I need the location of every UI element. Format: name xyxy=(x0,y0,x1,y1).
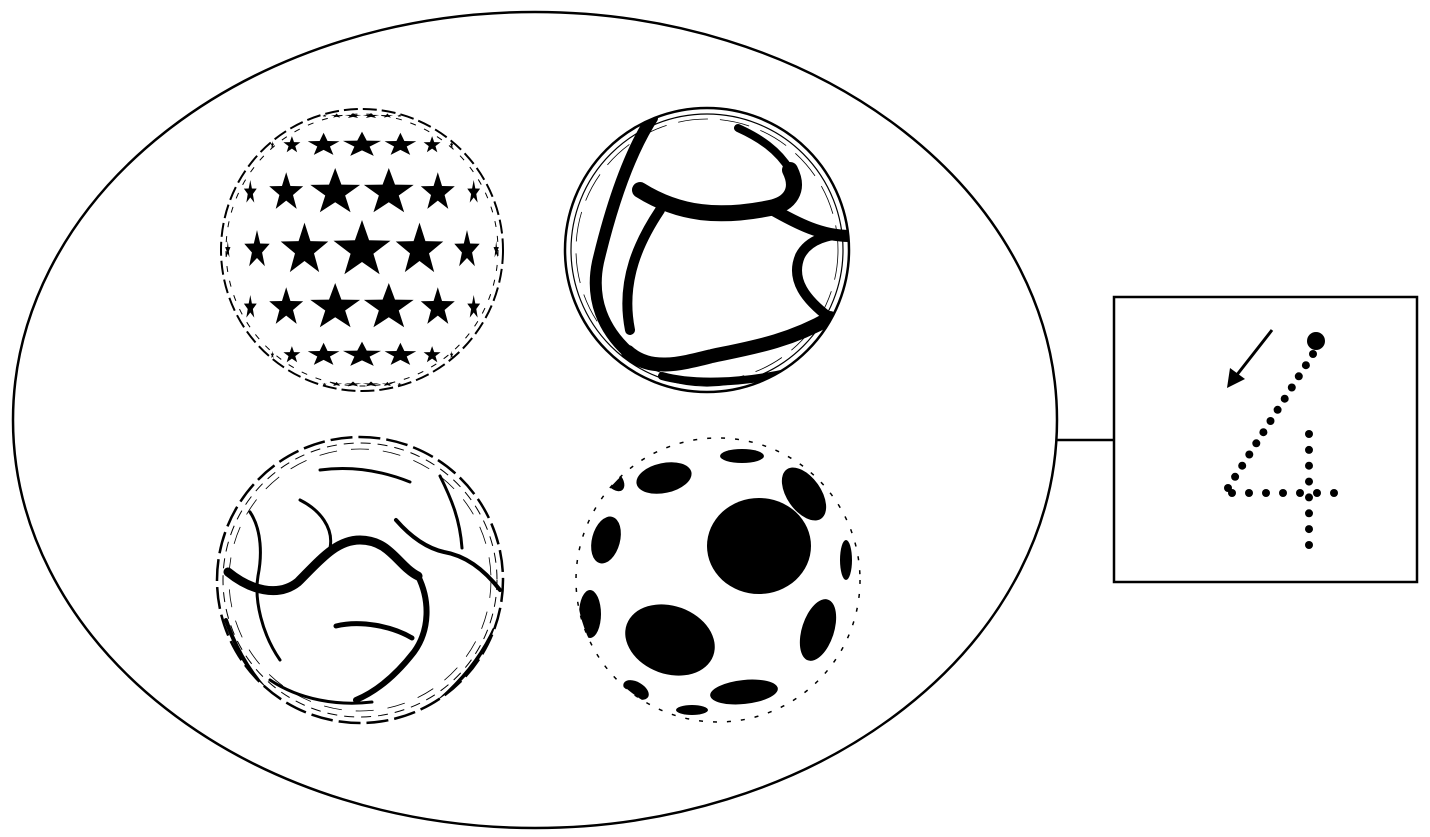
trace-dot xyxy=(1305,462,1313,470)
trace-dot xyxy=(1302,361,1310,369)
trace-dot xyxy=(1267,417,1275,425)
trace-dot xyxy=(1288,384,1296,392)
trace-dot xyxy=(1330,489,1338,497)
trace-dot xyxy=(1305,478,1313,486)
trace-dot xyxy=(1262,489,1270,497)
start-dot-icon xyxy=(1307,332,1325,350)
trace-dot xyxy=(1313,489,1321,497)
trace-dot xyxy=(1305,446,1313,454)
trace-dot xyxy=(1259,428,1267,436)
trace-dot xyxy=(1305,430,1313,438)
trace-dot xyxy=(1305,493,1313,501)
trace-dot xyxy=(1228,489,1236,497)
trace-dot xyxy=(1238,462,1246,470)
trace-dot xyxy=(1279,489,1287,497)
swirl-ball-icon xyxy=(565,108,850,392)
trace-dot xyxy=(1295,372,1303,380)
trace-dot xyxy=(1231,473,1239,481)
trace-dot xyxy=(1305,525,1313,533)
trace-dot xyxy=(1309,350,1317,358)
squiggle-ball-icon xyxy=(217,437,503,723)
trace-dot xyxy=(1252,439,1260,447)
trace-dot xyxy=(1274,406,1282,414)
trace-dot xyxy=(1245,489,1253,497)
number-card xyxy=(1114,297,1417,582)
trace-dot xyxy=(1305,541,1313,549)
trace-dot xyxy=(1305,509,1313,517)
trace-dot xyxy=(1281,395,1289,403)
trace-dot xyxy=(1245,451,1253,459)
group-oval xyxy=(13,12,1057,828)
trace-dot xyxy=(1296,489,1304,497)
